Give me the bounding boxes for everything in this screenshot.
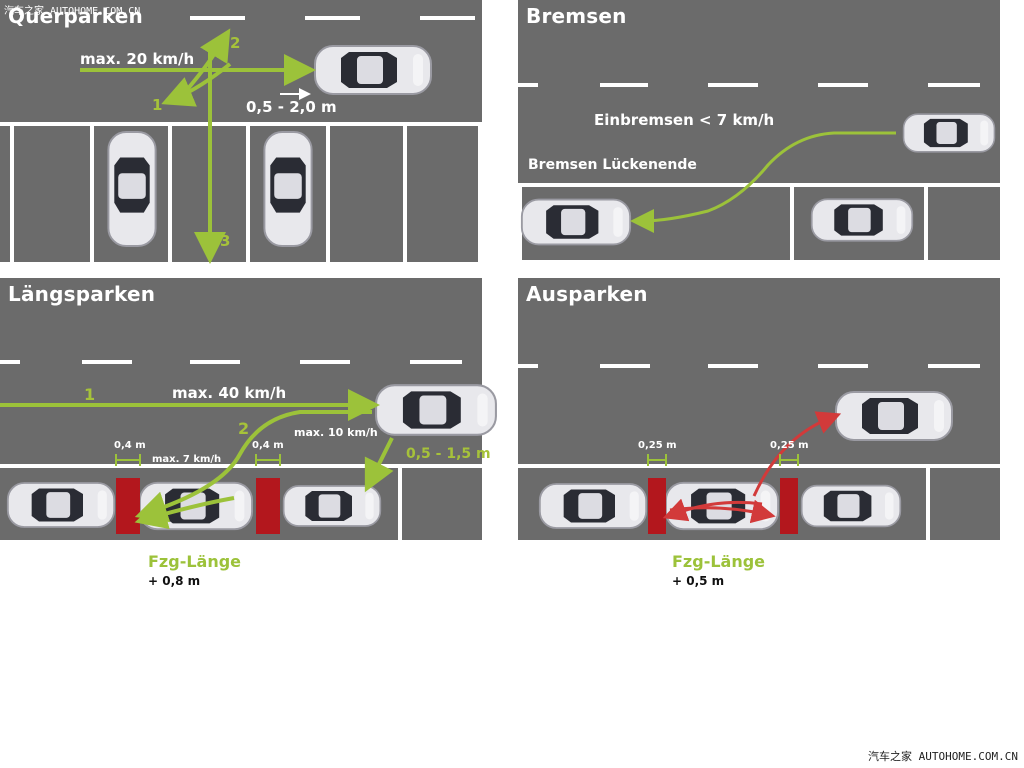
watermark: 汽车之家 AUTOHOME.COM.CN xyxy=(868,750,1018,763)
panel-laengsparken: max. 40 km/h max. 10 km/h max. 7 km/h 0,… xyxy=(0,278,498,540)
distance-label: 0,5 - 2,0 m xyxy=(246,98,337,116)
gap-block xyxy=(256,478,280,534)
path-arrow xyxy=(134,496,235,530)
panel-title: Querparken xyxy=(8,4,143,28)
vehicle-length-addition: + 0,5 m xyxy=(672,574,725,588)
car-icon xyxy=(810,198,914,242)
brake-speed-label: Einbremsen < 7 km/h xyxy=(594,111,774,129)
panel-ausparken: 0,25 m 0,25 m Ausparken xyxy=(518,278,1000,540)
car-icon xyxy=(902,113,996,153)
panel-title: Ausparken xyxy=(526,282,648,306)
ausparken-diagram: 0,25 m 0,25 m xyxy=(518,364,1000,540)
panel-title: Bremsen xyxy=(526,4,627,28)
car-icon xyxy=(800,484,902,528)
car-icon xyxy=(538,483,648,529)
panel-querparken: max. 20 km/h 0,5 - 2,0 m 1 2 3 Querparke… xyxy=(0,0,482,264)
path-arrow xyxy=(364,437,394,493)
gap-end-label: Bremsen Lückenende xyxy=(528,157,697,173)
car-icon xyxy=(520,198,632,246)
path-arrow xyxy=(752,411,842,497)
gap-block xyxy=(648,478,666,534)
panel-title: Längsparken xyxy=(8,282,156,306)
gap-right-label: 0,25 m xyxy=(770,440,809,451)
gap-block xyxy=(780,478,798,534)
panel-bremsen: Einbremsen < 7 km/h Bremsen Lückenende B… xyxy=(518,0,1000,261)
vehicle-length-addition: + 0,8 m xyxy=(148,574,201,588)
watermark: 汽车之家 AUTOHOME.COM.CN xyxy=(4,6,141,17)
path-arrow xyxy=(662,498,763,522)
car-icon xyxy=(107,130,157,248)
gap-right-label: 0,4 m xyxy=(252,440,284,451)
car-icon xyxy=(664,481,780,531)
speed-inside-label: max. 7 km/h xyxy=(152,454,221,465)
speed-label: max. 20 km/h xyxy=(80,50,194,68)
gap-block xyxy=(116,478,140,534)
path-arrow xyxy=(134,410,372,523)
car-icon xyxy=(313,44,433,96)
step-number: 1 xyxy=(84,385,95,404)
car-icon xyxy=(6,481,116,529)
car-icon xyxy=(263,130,313,248)
car-icon xyxy=(374,384,498,436)
step-number: 2 xyxy=(230,34,240,52)
laengsparken-diagram: max. 40 km/h max. 10 km/h max. 7 km/h 0,… xyxy=(0,360,498,540)
vehicle-length-label: Fzg-Länge xyxy=(148,552,242,571)
speed-reverse-label: max. 10 km/h xyxy=(294,426,378,439)
step-number: 3 xyxy=(220,232,230,250)
gap-left-label: 0,25 m xyxy=(638,440,677,451)
car-icon xyxy=(835,391,953,441)
gap-left-label: 0,4 m xyxy=(114,440,146,451)
querparken-diagram: max. 20 km/h 0,5 - 2,0 m 1 2 3 xyxy=(0,16,482,264)
step-number: 1 xyxy=(152,96,162,114)
speed-pass-label: max. 40 km/h xyxy=(172,384,286,402)
path-arrow xyxy=(161,62,232,107)
vehicle-length-label: Fzg-Länge xyxy=(672,552,766,571)
distance-label: 0,5 - 1,5 m xyxy=(406,446,491,462)
path-arrow xyxy=(630,131,896,233)
bremsen-diagram: Einbremsen < 7 km/h Bremsen Lückenende xyxy=(518,83,1000,261)
car-icon xyxy=(282,485,382,527)
step-number: 2 xyxy=(238,419,249,438)
